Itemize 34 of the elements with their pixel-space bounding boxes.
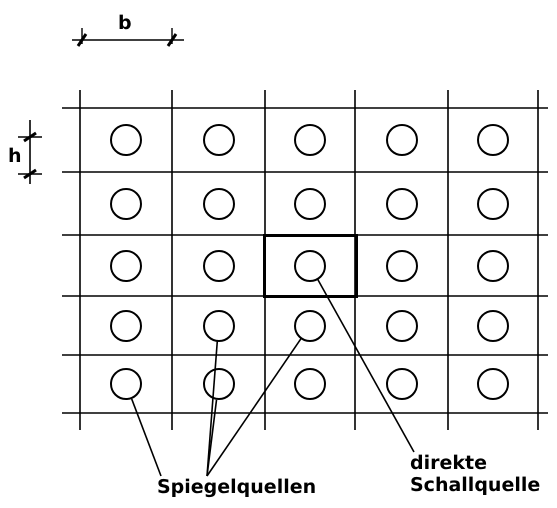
source-circle [202,188,234,220]
leader-line [130,398,162,476]
source-circle [477,368,509,400]
source-circle [110,368,142,400]
leader-line [206,338,302,476]
source-circle [294,368,326,400]
source-circle [202,250,234,282]
dimension-label: h [8,145,22,167]
source-circle [202,124,234,156]
source-circle [386,310,418,342]
source-circle [477,250,509,282]
source-circle [294,250,326,282]
source-circle [110,310,142,342]
source-circle [202,368,234,400]
source-circle [110,124,142,156]
leader-line [206,341,218,476]
source-circle [386,368,418,400]
source-circle [386,124,418,156]
source-circle [477,124,509,156]
source-circle [294,124,326,156]
dimension-label: b [118,12,132,34]
source-circle [294,188,326,220]
source-circle [202,310,234,342]
callout-text: direkte Schallquelle [410,452,550,496]
source-circle [110,188,142,220]
source-circle [294,310,326,342]
source-circle [386,250,418,282]
source-circle [477,310,509,342]
callout-text: Spiegelquellen [157,476,327,498]
source-circle [110,250,142,282]
highlighted-cell [262,234,358,298]
source-circle [386,188,418,220]
source-circle [477,188,509,220]
leader-line [317,279,415,452]
